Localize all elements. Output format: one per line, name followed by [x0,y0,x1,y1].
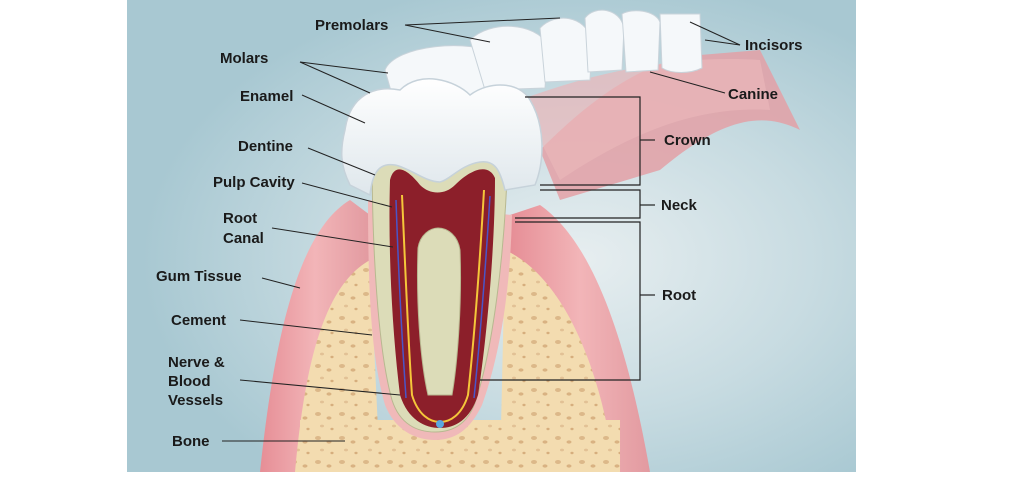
label-pulp-cavity: Pulp Cavity [213,174,295,191]
label-enamel: Enamel [240,88,293,105]
bone-shape [295,260,380,472]
leader-lines [222,17,741,442]
label-premolars: Premolars [315,17,388,34]
label-crown: Crown [664,132,711,149]
label-neck: Neck [661,197,698,214]
label-canine: Canine [728,86,778,103]
label-root: Root [662,287,696,304]
label-nerve-3: Vessels [168,392,223,409]
label-root-canal-2: Canal [223,230,264,247]
label-incisors: Incisors [745,37,803,54]
label-nerve-1: Nerve & [168,354,225,371]
label-dentine: Dentine [238,138,293,155]
label-root-canal-1: Root [223,210,257,227]
label-gum-tissue: Gum Tissue [156,268,242,285]
label-nerve-2: Blood [168,373,211,390]
nerve-line [401,194,441,423]
label-molars: Molars [220,50,268,67]
enamel-crown [340,78,543,197]
brackets [480,96,655,381]
label-cement: Cement [171,312,226,329]
label-bone: Bone [172,433,210,450]
